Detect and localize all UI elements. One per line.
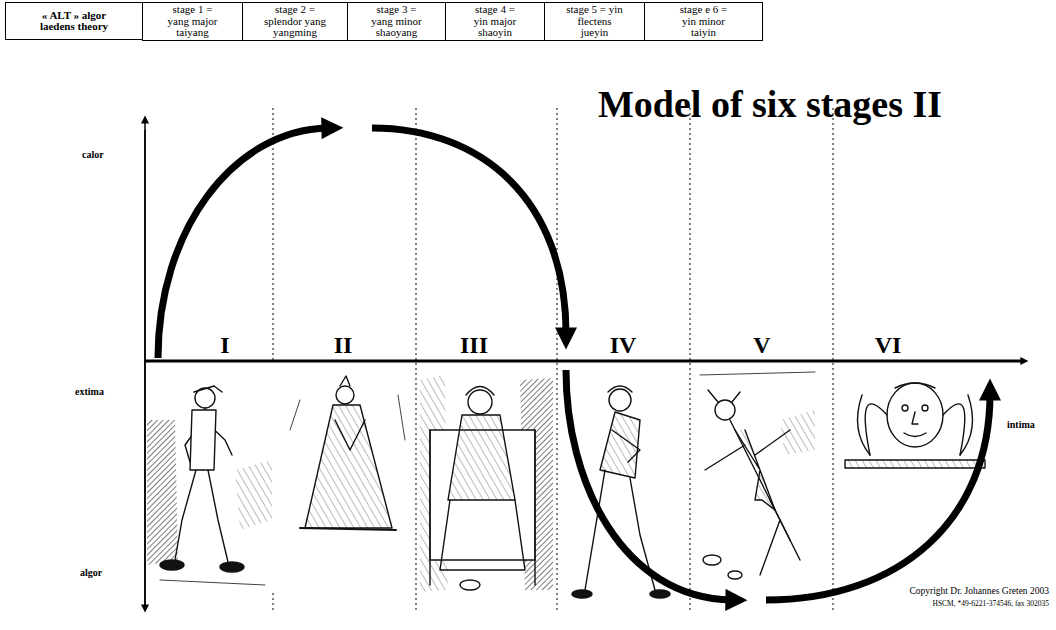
art-stroke bbox=[766, 394, 990, 600]
art-stroke bbox=[372, 128, 566, 334]
diagram-title: Model of six stages II bbox=[598, 84, 942, 126]
art-stroke bbox=[703, 555, 721, 565]
art-stroke bbox=[895, 383, 935, 388]
art-stroke bbox=[466, 387, 494, 396]
art-stroke bbox=[608, 386, 632, 392]
axis-label: extima bbox=[75, 386, 104, 397]
art-stroke bbox=[340, 376, 350, 386]
art-stroke bbox=[175, 470, 196, 560]
art-stroke bbox=[460, 580, 480, 590]
art-stroke bbox=[147, 420, 178, 565]
axis-label: intima bbox=[1007, 419, 1035, 430]
art-stroke bbox=[735, 430, 775, 510]
art-stroke bbox=[158, 128, 328, 358]
art-stroke bbox=[700, 372, 815, 375]
art-stroke bbox=[780, 410, 815, 455]
art-stroke bbox=[572, 590, 592, 598]
stage-numeral: V bbox=[753, 332, 770, 358]
art-stroke bbox=[708, 390, 740, 402]
table-cell-text: stage 4 = yin major shaoyin bbox=[469, 4, 521, 39]
copyright-note: Copyright Dr. Johannes Greten 2003 bbox=[908, 586, 1050, 596]
art-stroke bbox=[904, 433, 926, 437]
art-stroke bbox=[160, 560, 184, 570]
table-cell-text: stage 1 = yang major taiyang bbox=[164, 4, 222, 39]
art-stroke bbox=[912, 412, 918, 424]
art-stroke bbox=[922, 405, 928, 411]
table-cell: stage e 6 = yin minor taiyin bbox=[644, 2, 763, 41]
table-cell-text: stage 3 = yang minor shaoyang bbox=[367, 4, 427, 39]
table-cell: stage 2 = splendor yang yangming bbox=[242, 2, 348, 41]
axis-label: algor bbox=[80, 567, 102, 578]
art-stroke bbox=[715, 400, 735, 420]
axis-label: calor bbox=[82, 149, 104, 160]
art-stroke bbox=[705, 430, 790, 470]
art-stroke bbox=[612, 430, 640, 462]
table-cell-text: stage 5 = yin flectens jueyin bbox=[565, 4, 625, 39]
art-stroke bbox=[160, 580, 265, 585]
stage-numeral: IV bbox=[610, 332, 637, 358]
art-stroke bbox=[190, 410, 216, 470]
art-stroke bbox=[845, 460, 985, 468]
art-stroke bbox=[336, 386, 354, 404]
art-stroke bbox=[858, 395, 973, 455]
table-cell-text: « ALT » algor laedens theory bbox=[37, 10, 111, 33]
art-stroke bbox=[305, 405, 392, 528]
art-stroke bbox=[144, 122, 146, 606]
art-stroke bbox=[609, 389, 631, 411]
table-cell-text: stage e 6 = yin minor taiyin bbox=[676, 4, 732, 39]
table-cell: stage 4 = yin major shaoyin bbox=[445, 2, 545, 41]
art-stroke bbox=[448, 415, 515, 500]
table-cell: stage 1 = yang major taiyang bbox=[142, 2, 243, 41]
stage-numeral: VI bbox=[875, 332, 902, 358]
art-stroke bbox=[440, 500, 525, 570]
art-stroke bbox=[887, 383, 943, 447]
art-stroke bbox=[335, 420, 365, 450]
art-stroke bbox=[145, 360, 1022, 363]
art-stroke bbox=[220, 562, 244, 572]
art-stroke bbox=[692, 365, 818, 593]
art-stroke bbox=[902, 405, 908, 411]
art-stroke bbox=[158, 128, 990, 600]
art-stroke bbox=[760, 500, 800, 575]
table-cell: stage 3 = yang minor shaoyang bbox=[347, 2, 446, 41]
art-stroke bbox=[566, 370, 732, 600]
art-stroke bbox=[600, 412, 640, 478]
stage-numeral: I bbox=[220, 332, 229, 358]
art-stroke bbox=[650, 590, 670, 598]
table-cell-text: stage 2 = splendor yang yangming bbox=[259, 4, 331, 39]
stage-numeral: II bbox=[334, 332, 353, 358]
table-cell: stage 5 = yin flectens jueyin bbox=[544, 2, 645, 41]
art-stroke bbox=[865, 404, 965, 455]
copyright-note: HSCM, *49-6221-374546, fax 302035 bbox=[932, 600, 1050, 608]
art-stroke bbox=[235, 460, 272, 530]
art-stroke bbox=[208, 470, 228, 562]
art-stroke bbox=[146, 363, 276, 593]
table-cell: « ALT » algor laedens theory bbox=[5, 2, 143, 40]
art-stroke bbox=[468, 390, 492, 414]
art-stroke bbox=[194, 386, 222, 392]
stage-numeral: III bbox=[460, 332, 488, 358]
art-stroke bbox=[144, 130, 146, 606]
art-stroke bbox=[728, 571, 742, 579]
art-stroke bbox=[300, 528, 396, 530]
